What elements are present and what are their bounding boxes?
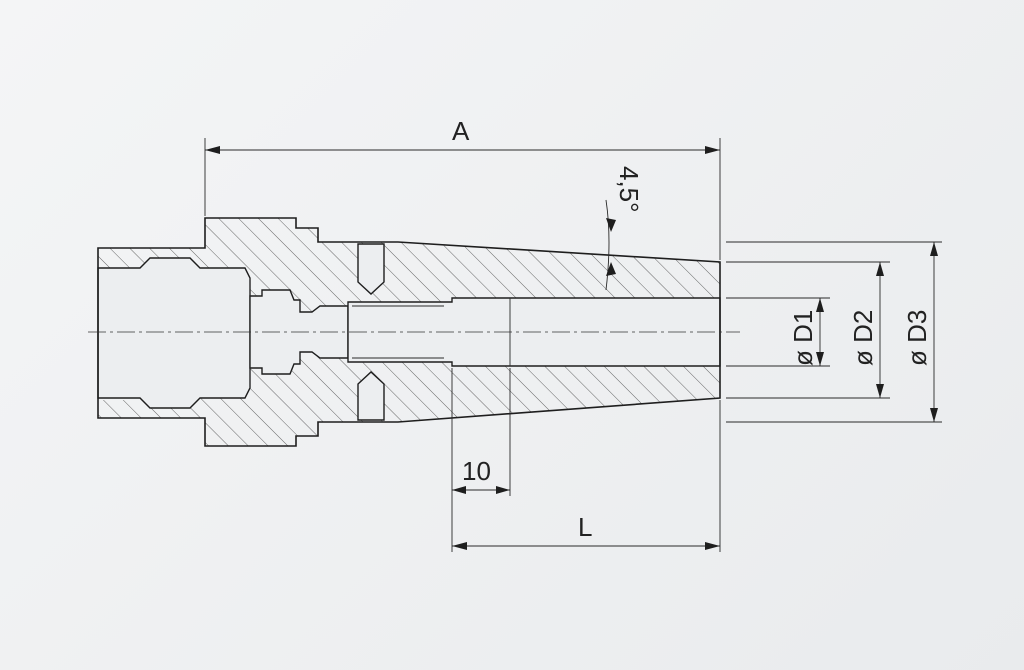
dimension-l: L bbox=[452, 400, 721, 552]
d2-label: ø D2 bbox=[848, 310, 878, 366]
dimension-offset: 10 bbox=[451, 368, 511, 552]
d1-label: ø D1 bbox=[788, 310, 818, 366]
offset-label: 10 bbox=[462, 456, 491, 486]
diameter-dimensions: ø D1 ø D2 ø D3 bbox=[726, 241, 942, 423]
angle-dimension: 4,5° bbox=[605, 166, 644, 291]
length-label: L bbox=[578, 512, 592, 542]
body-outline bbox=[97, 217, 721, 447]
dimension-a-label: A bbox=[452, 116, 470, 146]
angle-label: 4,5° bbox=[614, 166, 644, 213]
dimension-a: A bbox=[204, 116, 721, 260]
d3-label: ø D3 bbox=[902, 310, 932, 366]
